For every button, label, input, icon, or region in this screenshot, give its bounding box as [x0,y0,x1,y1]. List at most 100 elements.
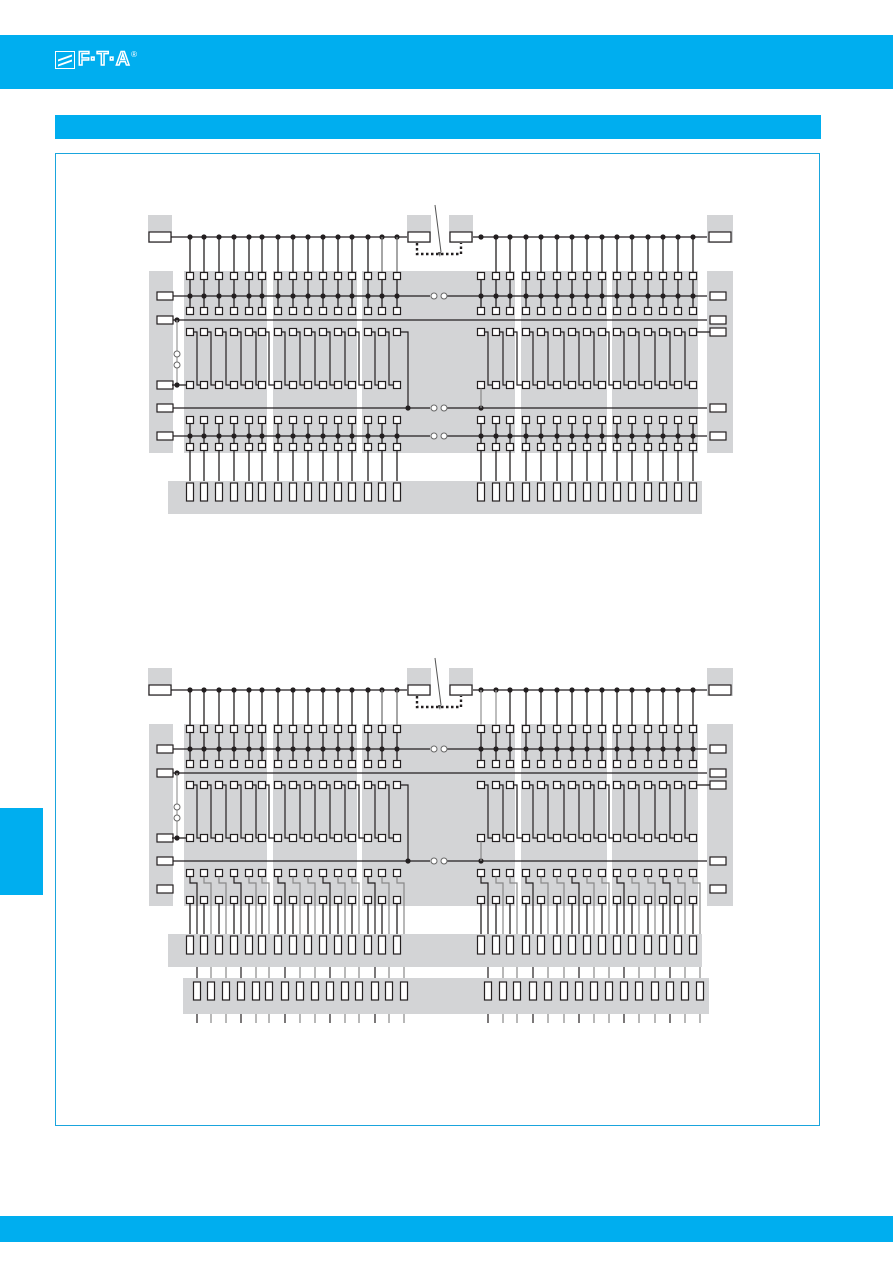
d2-link-terminal-top [185,780,195,790]
d1-link-terminal-top [333,327,343,337]
d1-output-pin-row1 [303,482,313,502]
d2-output-pin-row2 [498,981,508,1001]
d1-terminal-row4 [392,442,402,452]
d1-link-terminal-bottom [673,380,683,390]
d2-link-terminal-top [214,780,224,790]
d1-link-terminal-top [199,327,209,337]
d1-bridge-link [605,331,614,386]
d2-bridge-link [529,784,538,839]
d2-terminal-row1 [392,724,402,734]
d2-bridge-link [666,784,675,839]
d2-output-pin-row2 [665,981,675,1001]
d2-output-pin-row1 [214,935,224,955]
d1-bridge-link [385,331,394,386]
d1-output-pin-row1 [214,482,224,502]
d2-terminal-row3 [552,868,562,878]
d1-bridge-link [371,331,379,386]
open-contact [173,361,181,369]
d1-bridge-link [666,331,675,386]
d1-terminal-row4 [597,442,607,452]
open-contact [173,803,181,811]
d1-rail2-right-fuse [709,403,727,413]
d2-link-terminal-bottom [229,833,239,843]
d2-terminal-row2 [627,759,637,769]
d2-output-pin-row2 [280,981,290,1001]
d1-terminal-row4 [521,442,531,452]
d1-link-terminal-top [627,327,637,337]
d2-link-terminal-top [491,780,501,790]
d1-terminal-row1 [377,271,387,281]
d2-terminal-row2 [505,759,515,769]
d2-link-terminal-top [597,780,607,790]
d1-link-terminal-bottom [257,380,267,390]
d2-link-terminal-top [643,780,653,790]
d2-link-terminal-top [257,780,267,790]
d2-link-terminal-top [199,780,209,790]
d2-terminal-row3 [392,868,402,878]
d1-terminal-row2 [288,306,298,316]
d1-bridge-link [296,331,305,386]
d1-output-pin-row1 [688,482,698,502]
d2-link-terminal-bottom [643,833,653,843]
d2-terminal-row1 [505,724,515,734]
d2-bridge-link [544,784,554,839]
d2-output-pin-row2 [192,981,202,1001]
d2-output-pin-row2 [221,981,231,1001]
open-contact [430,432,438,440]
fta-logo: F·T·A ® [55,49,137,70]
d2-terminal-row2 [552,759,562,769]
d2-output-pin-row2 [680,981,690,1001]
d2-link-terminal-bottom [199,833,209,843]
d2-terminal-row1 [536,724,546,734]
d1-link-terminal-top [392,327,402,337]
d2-output-pin-row1 [185,935,195,955]
d2-terminal-row2 [199,759,209,769]
d1-terminal-row4 [658,442,668,452]
d2-link-terminal-top [392,780,402,790]
d1-terminal-row3 [567,415,577,425]
d2-output-strip-2 [183,978,709,1014]
d2-terminal-row4 [288,895,298,905]
d2-link-terminal-top [627,780,637,790]
d1-rail-left-fuse [156,315,174,325]
d2-link-terminal-bottom [214,833,224,843]
open-contact [440,857,448,865]
d2-link-terminal-bottom [318,833,328,843]
d2-terminal-row3 [658,868,668,878]
d1-terminal-row4 [582,442,592,452]
d2-terminal-row2 [521,759,531,769]
d2-output-pin-row1 [377,935,387,955]
d2-terminal-row2 [288,759,298,769]
d2-link-terminal-top [229,780,239,790]
d2-bridge-link [620,784,629,839]
d1-output-pin-row1 [229,482,239,502]
d2-output-pin-row1 [392,935,402,955]
d2-terminal-row1 [303,724,313,734]
d1-terminal-row1 [214,271,224,281]
d1-terminal-row2 [552,306,562,316]
d2-right-supply-fuse [708,684,732,696]
d2-terminal-row2 [257,759,267,769]
d2-terminal-row3 [673,868,683,878]
d1-terminal-row2 [505,306,515,316]
d1-terminal-row2 [273,306,283,316]
d2-output-pin-row2 [251,981,261,1001]
d2-test-arrow-icon [438,705,441,710]
d2-terminal-row1 [273,724,283,734]
d2-output-pin-row2 [650,981,660,1001]
d1-link-terminal-top [521,327,531,337]
d2-terminal-row2 [491,759,501,769]
d2-terminal-row1 [627,724,637,734]
d1-test-plug-right [449,231,473,243]
d1-bridge-link [499,331,507,386]
d1-bridge-link [222,331,231,386]
d1-terminal-row2 [658,306,668,316]
d1-terminal-row3 [536,415,546,425]
d1-terminal-row3 [244,415,254,425]
d1-link-terminal-top [185,327,195,337]
d2-link-terminal-bottom [185,833,195,843]
d1-output-pin-row1 [597,482,607,502]
d2-terminal-row3 [491,868,501,878]
d2-terminal-row3 [333,868,343,878]
